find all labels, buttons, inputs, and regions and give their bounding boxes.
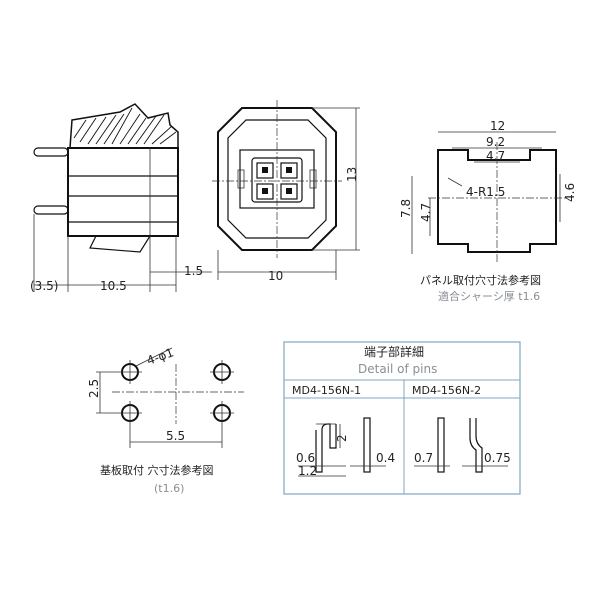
dim-13: 13 bbox=[345, 167, 359, 182]
panel-subcaption: 適合シャーシ厚 t1.6 bbox=[438, 289, 540, 303]
front-socket bbox=[256, 183, 274, 200]
front-socket bbox=[256, 162, 274, 179]
pin1-dim-0-4: 0.4 bbox=[376, 451, 395, 465]
front-socket bbox=[280, 183, 298, 200]
pin1-dim-0-6: 0.6 bbox=[296, 451, 315, 465]
pin1-dim-2: 2 bbox=[335, 434, 349, 442]
pcb-hole bbox=[118, 360, 142, 384]
pin-drawing-2: 0.7 0.75 bbox=[414, 417, 511, 473]
pin-col1-header: MD4-156N-1 bbox=[292, 384, 361, 397]
pin2-dim-0-7: 0.7 bbox=[414, 451, 433, 465]
front-inner-octagon bbox=[227, 119, 327, 239]
radius-label: 4-R1.5 bbox=[466, 185, 505, 199]
front-socket bbox=[280, 162, 298, 179]
pin-detail-border bbox=[283, 341, 521, 495]
side-view: (3.5) 10.5 1.5 bbox=[30, 103, 212, 293]
pin1-dim-1-2: 1.2 bbox=[298, 464, 317, 478]
dim-10-5: 10.5 bbox=[100, 279, 127, 293]
hole-label: 4-φ1 bbox=[145, 345, 176, 368]
pin-detail-table: 端子部詳細 Detail of pins MD4-156N-1 MD4-156N… bbox=[283, 341, 521, 495]
pin-detail-title-ja: 端子部詳細 bbox=[364, 344, 424, 359]
panel-cutout-outline bbox=[437, 149, 557, 253]
dim-9-2: 9.2 bbox=[486, 135, 505, 149]
dim-5-5: 5.5 bbox=[166, 429, 185, 443]
dim-4-7-left: 4.7 bbox=[419, 203, 433, 222]
pcb-hole bbox=[118, 401, 142, 425]
side-hatching bbox=[73, 107, 177, 145]
dim-7-8: 7.8 bbox=[399, 199, 413, 218]
dim-3-5: (3.5) bbox=[30, 279, 58, 293]
panel-caption: パネル取付穴寸法参考図 bbox=[420, 273, 541, 287]
side-pin-upper bbox=[33, 147, 69, 157]
side-latch bbox=[69, 103, 179, 149]
dim-4-7-top: 4.7 bbox=[486, 149, 505, 163]
pcb-hole bbox=[210, 360, 234, 384]
dim-10: 10 bbox=[268, 269, 283, 283]
dim-2-5: 2.5 bbox=[87, 379, 101, 398]
pin-drawing-1: 2 0.6 1.2 0.4 bbox=[296, 417, 395, 478]
pin2-dim-0-75: 0.75 bbox=[484, 451, 511, 465]
pin-col2-header: MD4-156N-2 bbox=[412, 384, 481, 397]
front-view: 10 13 bbox=[212, 100, 360, 283]
panel-cutout: 12 9.2 4.7 4-R1.5 4.6 7.8 4.7 パネル取付穴寸法参考… bbox=[399, 119, 577, 303]
side-pin-lower bbox=[33, 205, 69, 215]
pcb-subcaption: (t1.6) bbox=[154, 482, 184, 495]
pin-detail-title-en: Detail of pins bbox=[358, 362, 437, 376]
pcb-layout: 4-φ1 2.5 5.5 基板取付 穴寸法参考図 (t1.6) bbox=[87, 345, 244, 495]
side-body bbox=[67, 147, 179, 237]
pcb-hole bbox=[210, 401, 234, 425]
dim-4-6: 4.6 bbox=[563, 183, 577, 202]
dim-1-5: 1.5 bbox=[184, 264, 203, 278]
dim-12: 12 bbox=[490, 119, 505, 133]
pcb-caption: 基板取付 穴寸法参考図 bbox=[100, 463, 214, 477]
